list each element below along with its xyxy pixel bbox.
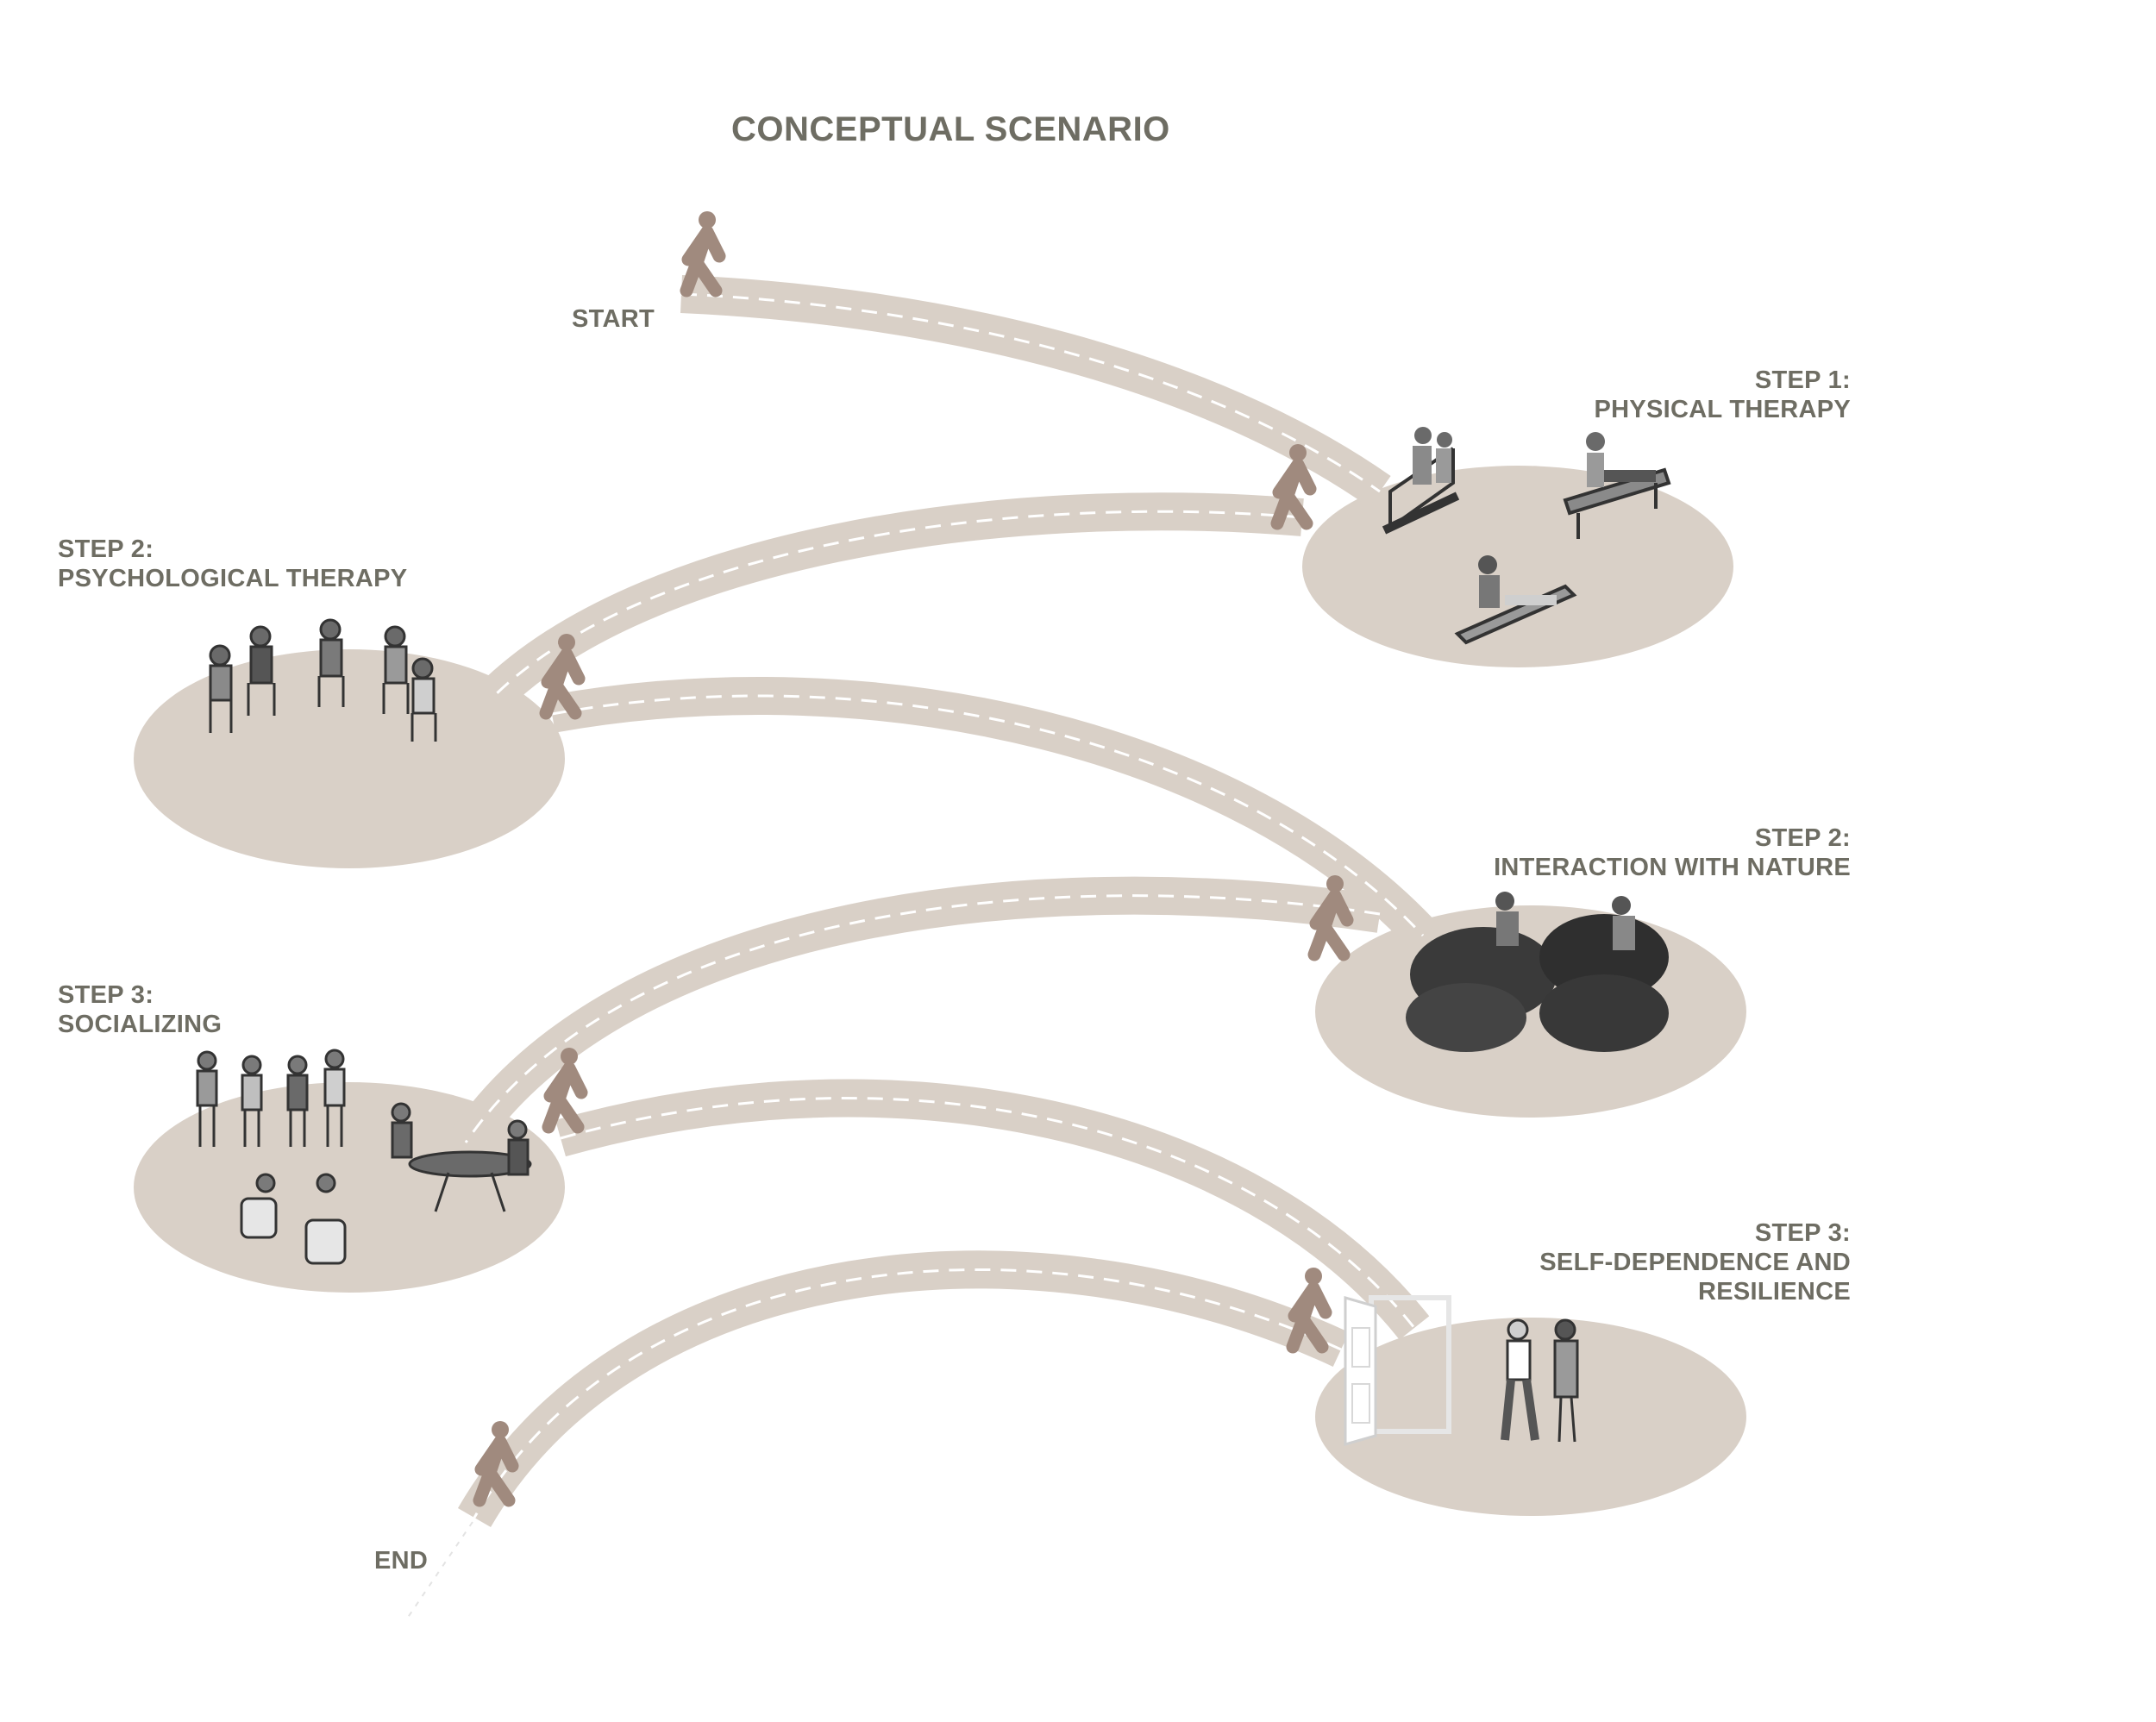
step2-psych-name: PSYCHOLOGICAL THERAPY: [58, 565, 408, 592]
platform-psychological-therapy: [134, 649, 565, 868]
road-segments: [449, 275, 1438, 1528]
walker-icon-step1: [1277, 444, 1310, 523]
step3-self-heading: STEP 3:: [1754, 1219, 1851, 1247]
step3-social-name: SOCIALIZING: [58, 1011, 222, 1038]
person-icon: [507, 1119, 528, 1140]
person-icon: [209, 644, 231, 667]
road-dashes: [464, 292, 1425, 1518]
gardener-icon: [1495, 892, 1514, 911]
step2-psych-label: STEP 2: PSYCHOLOGICAL THERAPY: [58, 535, 407, 593]
person-icon: [249, 625, 272, 648]
group-therapy-scene: [209, 618, 437, 742]
parallel-bars-icon: [1382, 427, 1460, 535]
person-icon: [255, 1173, 276, 1193]
bush-icon: [1406, 983, 1526, 1052]
massage-table-icon: [1563, 432, 1671, 539]
person-icon: [324, 1049, 345, 1069]
start-label: START: [572, 305, 655, 333]
step3-self-name-line2: RESILIENCE: [1697, 1278, 1851, 1306]
step1-label: STEP 1: PHYSICAL THERAPY: [1594, 366, 1851, 424]
end-label: END: [374, 1547, 429, 1575]
page-title: CONCEPTUAL SCENARIO: [731, 110, 1170, 148]
gardener-icon: [1612, 896, 1631, 915]
person-icon: [287, 1055, 308, 1075]
person-icon: [241, 1055, 262, 1075]
road-start-to-step1: [680, 275, 1391, 508]
person-icon: [197, 1050, 217, 1071]
road-step1-to-step2: [478, 492, 1304, 712]
person-icon: [391, 1102, 411, 1123]
exit-door-scene: [1344, 1295, 1579, 1446]
road-exit-to-end: [457, 1250, 1350, 1528]
armchair-icon: [304, 1218, 347, 1265]
step1-heading: STEP 1:: [1754, 366, 1851, 394]
socializing-scene: [196, 1049, 532, 1265]
armchair-icon: [240, 1197, 278, 1239]
step3-self-name-line1: SELF-DEPENDENCE AND: [1539, 1249, 1851, 1276]
floor-mat-icon: [1454, 555, 1577, 645]
step2-psych-heading: STEP 2:: [58, 535, 154, 563]
person-icon: [411, 657, 434, 679]
person-icon: [319, 618, 342, 641]
person-icon: [384, 625, 406, 648]
open-door-icon: [1344, 1295, 1451, 1446]
physical-therapy-scene: [1382, 427, 1671, 645]
platform-nature: [1315, 905, 1746, 1118]
walker-icon-start: [686, 211, 719, 291]
gardening-scene: [1406, 892, 1669, 1052]
step2-nature-name: INTERACTION WITH NATURE: [1494, 854, 1851, 881]
bush-icon: [1539, 914, 1669, 1000]
person-icon: [316, 1173, 336, 1193]
walker-icon-end: [479, 1421, 512, 1500]
walker-icon-exit: [1293, 1268, 1326, 1347]
end-trail: [404, 1521, 473, 1622]
step3-social-heading: STEP 3:: [58, 981, 154, 1009]
couple-icon: [1501, 1318, 1579, 1443]
step3-self-label: STEP 3: SELF-DEPENDENCE AND RESILIENCE: [1539, 1218, 1851, 1306]
step2-nature-heading: STEP 2:: [1754, 824, 1851, 852]
step3-social-label: STEP 3: SOCIALIZING: [58, 980, 222, 1039]
table-icon: [408, 1150, 532, 1178]
bush-icon: [1539, 974, 1669, 1052]
step1-name: PHYSICAL THERAPY: [1594, 396, 1851, 423]
road-socializing-to-exit: [555, 1079, 1430, 1340]
step2-nature-label: STEP 2: INTERACTION WITH NATURE: [1494, 823, 1851, 882]
